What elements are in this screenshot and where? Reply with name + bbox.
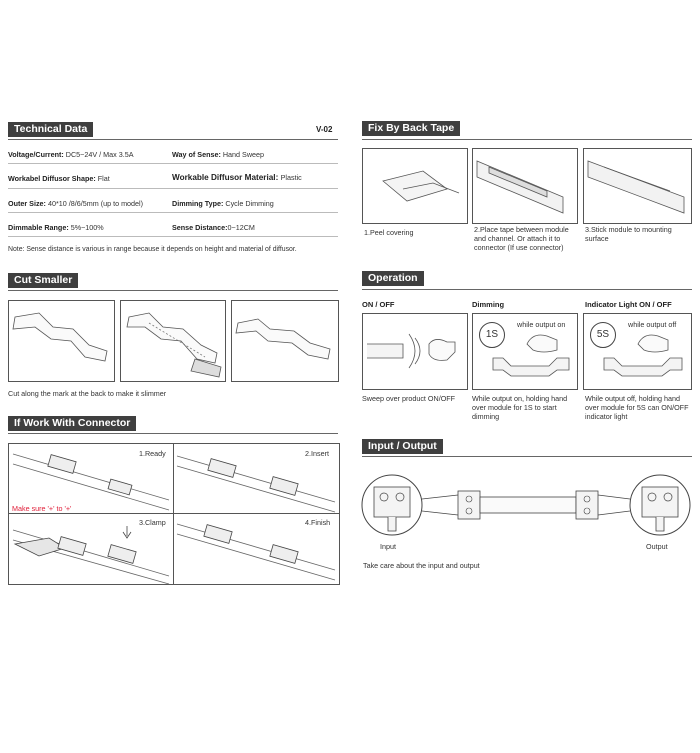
divider	[8, 163, 338, 164]
step-label: 4.Finish	[305, 518, 331, 527]
op-label-dimming: Dimming	[472, 300, 505, 309]
input-output-header: Input / Output	[362, 439, 443, 454]
spec-row: Workable Diffusor Material: Plastic	[172, 173, 302, 182]
op-figure-indicator: 5S while output off	[583, 313, 692, 390]
sense-note: Note: Sense distance is various in range…	[8, 246, 297, 253]
step-label: 1.Ready	[139, 449, 166, 458]
spec-row: Dimmable Range: 5%~100%	[8, 223, 104, 232]
grid-line	[9, 513, 339, 514]
tape-caption-3: 3.Stick module to mounting surface	[585, 225, 672, 243]
op-caption-dimming: While output on, holding hand over modul…	[472, 394, 568, 421]
op-figure-onoff	[362, 313, 468, 390]
spec-row: Voltage/Current: DC5~24V / Max 3.5A	[8, 150, 134, 159]
op-label-onoff: ON / OFF	[362, 300, 395, 309]
cut-figure-2	[120, 300, 226, 382]
spec-row: Way of Sense: Hand Sweep	[172, 150, 265, 159]
cut-figure-1	[8, 300, 115, 382]
connector-header: If Work With Connector	[8, 416, 137, 431]
divider	[362, 456, 692, 457]
spec-row: Dimming Type: Cycle Dimming	[172, 199, 274, 208]
cut-smaller-header: Cut Smaller	[8, 273, 79, 288]
spec-row: Workabel Diffusor Shape: Flat	[8, 174, 110, 183]
fix-tape-header: Fix By Back Tape	[362, 121, 461, 136]
op-caption-onoff: Sweep over product ON/OFF	[362, 394, 456, 403]
step-label: 3.Clamp	[139, 518, 166, 527]
divider	[8, 212, 338, 213]
model-number: V-02	[316, 125, 333, 134]
polarity-warning: Make sure '+' to '+'	[12, 504, 72, 513]
indicator-note: while output off	[628, 320, 677, 329]
cut-caption: Cut along the mark at the back to make i…	[8, 389, 167, 398]
divider	[8, 236, 338, 237]
tape-caption-2: 2.Place tape between module and channel.…	[474, 225, 569, 252]
divider	[8, 433, 338, 434]
tape-figure-2	[472, 148, 578, 224]
timer-5s-icon: 5S	[590, 322, 616, 348]
divider	[362, 139, 692, 140]
io-caption: Take care about the input and output	[363, 561, 480, 570]
divider	[8, 188, 338, 189]
cut-figure-3	[231, 300, 339, 382]
tape-figure-3	[583, 148, 692, 224]
connector-diagram: 1.Ready 2.Insert 3.Clamp 4.Finish Make s…	[8, 443, 340, 585]
divider	[8, 290, 338, 291]
operation-header: Operation	[362, 271, 424, 286]
op-caption-indicator: While output off, holding hand over modu…	[585, 394, 689, 421]
step-label: 2.Insert	[305, 449, 329, 458]
dimming-note: while output on	[517, 320, 566, 329]
grid-line	[173, 444, 174, 584]
technical-data-header: Technical Data	[8, 122, 94, 137]
op-figure-dimming: 1S while output on	[472, 313, 578, 390]
spec-row: Sense Distance:0~12CM	[172, 223, 255, 232]
tape-caption-1: 1.Peel covering	[364, 228, 414, 237]
tape-figure-1	[362, 148, 468, 224]
op-label-indicator: Indicator Light ON / OFF	[585, 300, 672, 309]
divider	[362, 289, 692, 290]
input-label: Input	[380, 542, 396, 551]
divider	[8, 139, 338, 140]
output-label: Output	[646, 542, 668, 551]
timer-1s-icon: 1S	[479, 322, 505, 348]
spec-row: Outer Size: 40*10 /8/6/5mm (up to model)	[8, 199, 144, 208]
